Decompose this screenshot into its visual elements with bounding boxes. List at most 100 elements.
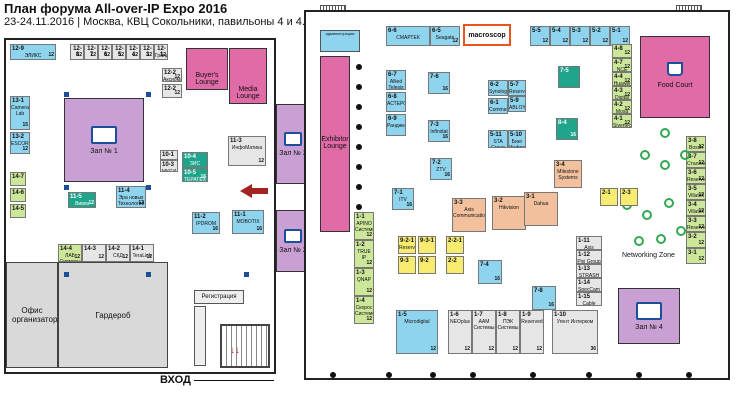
- booth-5-7[interactable]: 5-7Reserved: [508, 80, 526, 96]
- booth-2-2[interactable]: 2-2: [446, 256, 464, 274]
- booth-6-9[interactable]: 6-9Ранджелинк: [386, 114, 406, 136]
- booth-14-7[interactable]: 14-7: [10, 172, 26, 186]
- booth-14-6[interactable]: 14-6: [10, 188, 26, 202]
- booth-6-1[interactable]: 6-1Commend: [488, 98, 508, 114]
- booth-3-3[interactable]: 3-3Reserved12: [686, 216, 706, 232]
- booth-7-5[interactable]: 7-5: [558, 66, 580, 88]
- booth-9-2-1[interactable]: 9-2-1Reserved: [398, 236, 416, 254]
- macroscop-booth-highlight[interactable]: macroscop: [463, 24, 511, 46]
- food-court[interactable]: Food Court: [640, 36, 710, 118]
- booth-3-7[interactable]: 3-7Сталлмастер12: [686, 152, 706, 168]
- booth-9-3-1[interactable]: 9-3-1: [418, 236, 436, 254]
- exhibitor-lounge[interactable]: Exhibitor Lounge: [320, 56, 350, 232]
- booth-9-2[interactable]: 9-2: [418, 256, 436, 274]
- hall-1[interactable]: Зал № 1: [64, 98, 144, 182]
- booth-14-5[interactable]: 14-5: [10, 204, 26, 218]
- booth-2-2-1[interactable]: 2-2-1: [446, 236, 464, 254]
- booth-10-1[interactable]: 10-1Reserved: [160, 150, 178, 160]
- booth-9-3[interactable]: 9-3: [398, 256, 416, 274]
- booth-2-3[interactable]: 2-3: [620, 188, 638, 206]
- buyers-lounge[interactable]: Buyer's Lounge: [186, 48, 228, 90]
- media-lounge[interactable]: Media Lounge: [229, 48, 267, 104]
- hall-4[interactable]: Зал № 4: [618, 288, 680, 344]
- booth-2-1[interactable]: 2-1: [600, 188, 618, 206]
- booth-3-6[interactable]: 3-6Reserved12: [686, 168, 706, 184]
